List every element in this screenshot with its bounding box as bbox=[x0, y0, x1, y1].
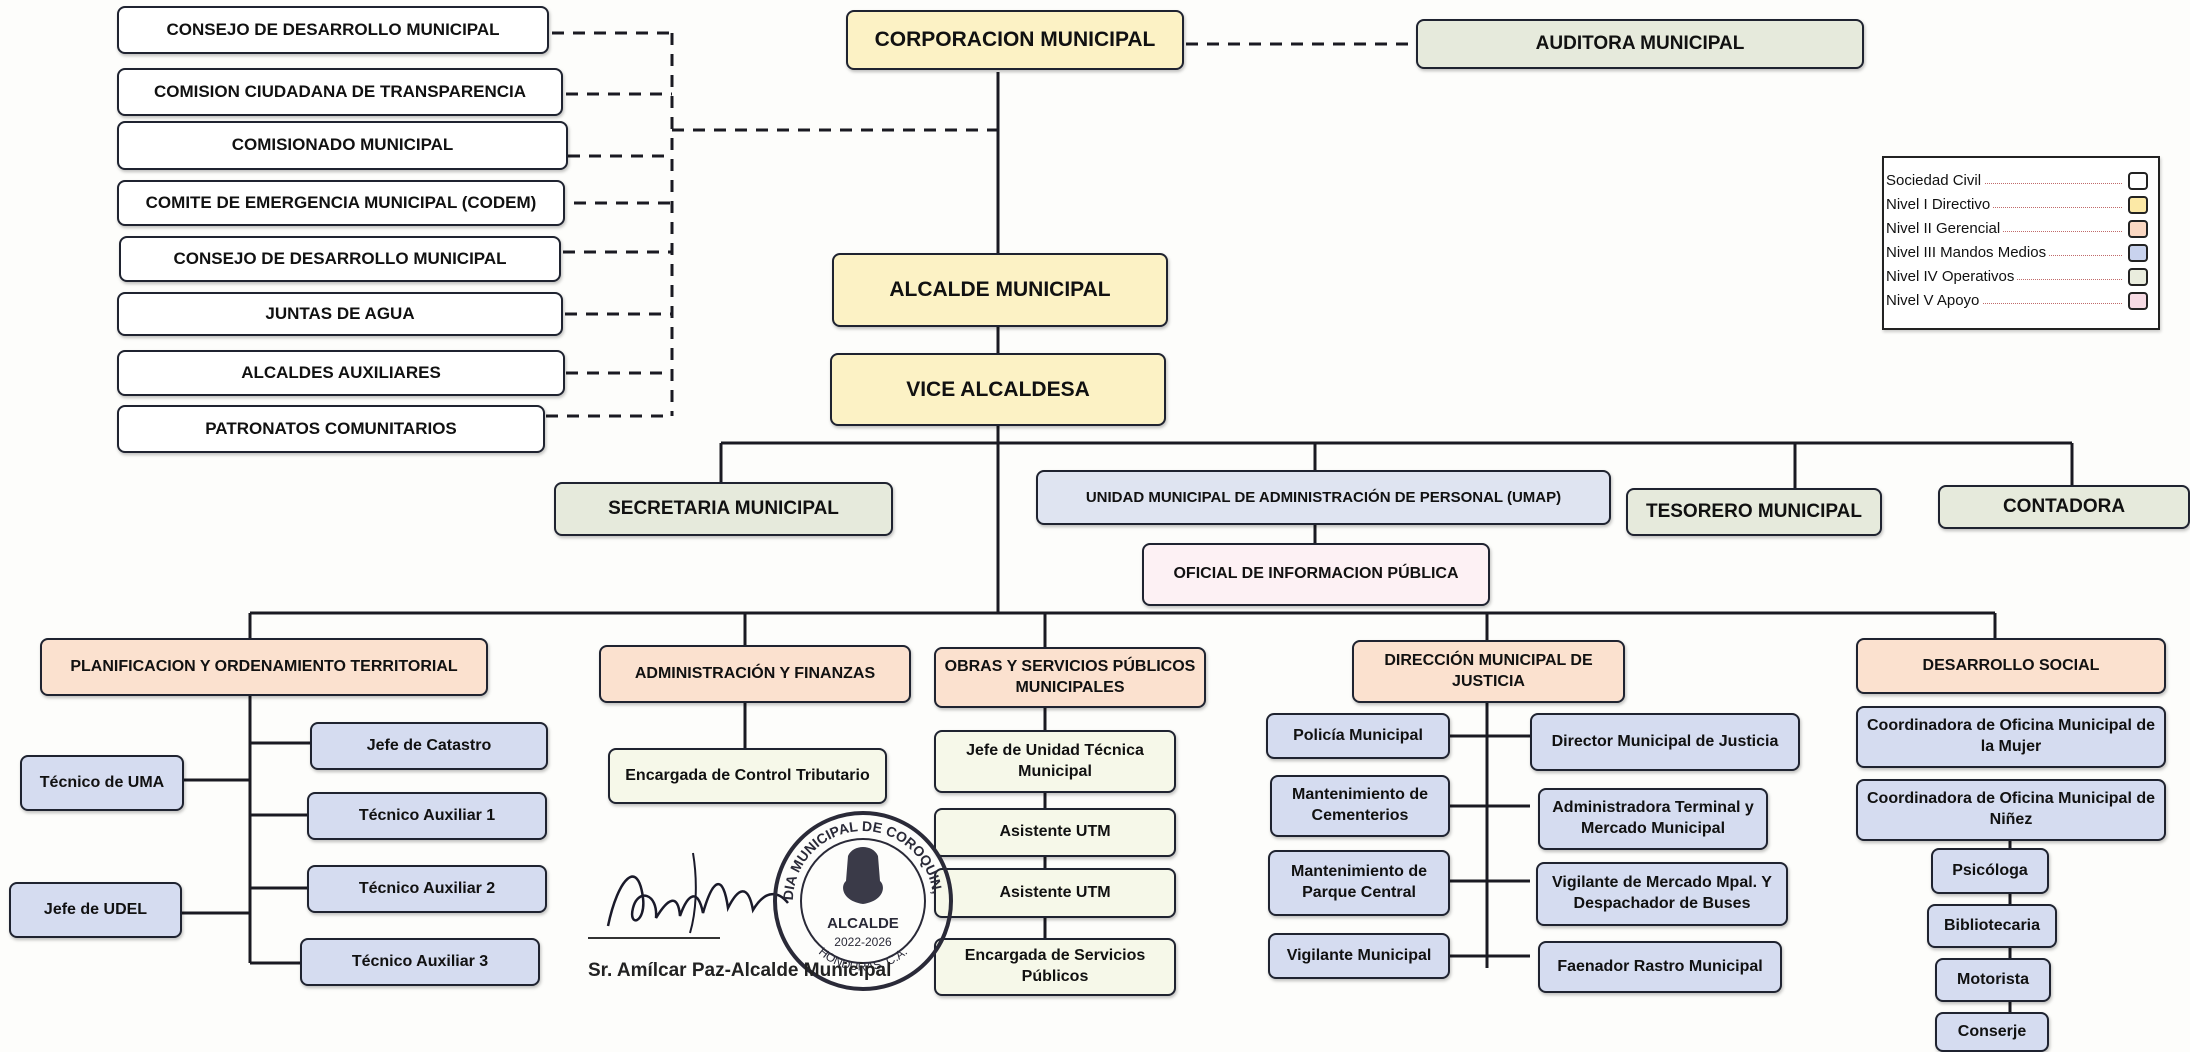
legend-label: Nivel II Gerencial bbox=[1886, 220, 2004, 237]
director-justicia-box: Director Municipal de Justicia bbox=[1530, 713, 1800, 771]
control-tributario-box: Encargada de Control Tributario bbox=[608, 748, 887, 804]
civil-box-8: PATRONATOS COMUNITARIOS bbox=[117, 405, 545, 453]
vice-alcaldesa-box: VICE ALCALDESA bbox=[830, 353, 1166, 426]
dept-justicia: DIRECCIÓN MUNICIPAL DE JUSTICIA bbox=[1352, 640, 1625, 703]
administradora-terminal-box: Administradora Terminal y Mercado Munici… bbox=[1538, 788, 1768, 850]
signature-name: Sr. Amílcar Paz-Alcalde Municipal bbox=[588, 960, 892, 981]
legend-label: Nivel I Directivo bbox=[1886, 196, 1994, 213]
tecnico-auxiliar-2-box: Técnico Auxiliar 2 bbox=[307, 865, 547, 913]
motorista-box: Motorista bbox=[1935, 958, 2051, 1002]
legend-swatch bbox=[2128, 244, 2148, 262]
tesorero-municipal-box: TESORERO MUNICIPAL bbox=[1626, 488, 1882, 536]
psicologa-box: Psicóloga bbox=[1931, 848, 2049, 894]
civil-box-3: COMISIONADO MUNICIPAL bbox=[117, 121, 568, 170]
jefe-udel-box: Jefe de UDEL bbox=[9, 882, 182, 938]
oficina-ninez-box: Coordinadora de Oficina Municipal de Niñ… bbox=[1856, 779, 2166, 841]
civil-box-6: JUNTAS DE AGUA bbox=[117, 292, 563, 336]
tecnico-uma-box: Técnico de UMA bbox=[20, 755, 184, 811]
bibliotecaria-box: Bibliotecaria bbox=[1927, 904, 2057, 948]
legend-swatch bbox=[2128, 196, 2148, 214]
dept-obras: OBRAS Y SERVICIOS PÚBLICOS MUNICIPALES bbox=[934, 647, 1206, 708]
legend-label: Nivel IV Operativos bbox=[1886, 268, 2018, 285]
legend-item: Nivel I Directivo bbox=[1884, 194, 2156, 218]
auditora-municipal-box: AUDITORA MUNICIPAL bbox=[1416, 19, 1864, 69]
contadora-box: CONTADORA bbox=[1938, 485, 2190, 529]
alcalde-municipal-box: ALCALDE MUNICIPAL bbox=[832, 253, 1168, 327]
conserje-box: Conserje bbox=[1935, 1012, 2049, 1052]
municipal-seal: ALCALDIA MUNICIPAL DE COROQUIN, COPAN HO… bbox=[768, 806, 953, 991]
dept-planificacion: PLANIFICACION Y ORDENAMIENTO TERRITORIAL bbox=[40, 638, 488, 696]
legend-item: Sociedad Civil bbox=[1884, 170, 2156, 194]
legend-label: Nivel III Mandos Medios bbox=[1886, 244, 2050, 261]
legend-item: Nivel III Mandos Medios bbox=[1884, 242, 2156, 266]
faenador-rastro-box: Faenador Rastro Municipal bbox=[1538, 941, 1782, 993]
civil-box-1: CONSEJO DE DESARROLLO MUNICIPAL bbox=[117, 6, 549, 54]
dept-administracion: ADMINISTRACIÓN Y FINANZAS bbox=[599, 645, 911, 703]
vigilante-municipal-box: Vigilante Municipal bbox=[1268, 933, 1450, 979]
legend-swatch bbox=[2128, 172, 2148, 190]
oficial-informacion-publica-box: OFICIAL DE INFORMACION PÚBLICA bbox=[1142, 543, 1490, 606]
servicios-publicos-box: Encargada de Servicios Públicos bbox=[934, 938, 1176, 996]
civil-box-5: CONSEJO DE DESARROLLO MUNICIPAL bbox=[119, 236, 561, 282]
legend-label: Nivel V Apoyo bbox=[1886, 292, 1983, 309]
jefe-utm-box: Jefe de Unidad Técnica Municipal bbox=[934, 730, 1176, 793]
legend-item: Nivel IV Operativos bbox=[1884, 266, 2156, 290]
asistente-utm-1-box: Asistente UTM bbox=[934, 808, 1176, 857]
mantenimiento-parque-box: Mantenimiento de Parque Central bbox=[1268, 850, 1450, 916]
umap-box: UNIDAD MUNICIPAL DE ADMINISTRACIÓN DE PE… bbox=[1036, 470, 1611, 525]
jefe-catastro-box: Jefe de Catastro bbox=[310, 722, 548, 770]
seal-center-text: ALCALDE bbox=[827, 915, 899, 932]
legend-label: Sociedad Civil bbox=[1886, 172, 1985, 189]
vigilante-mercado-box: Vigilante de Mercado Mpal. Y Despachador… bbox=[1536, 862, 1788, 926]
secretaria-municipal-box: SECRETARIA MUNICIPAL bbox=[554, 482, 893, 536]
legend: Sociedad Civil Nivel I Directivo Nivel I… bbox=[1882, 156, 2160, 330]
tecnico-auxiliar-3-box: Técnico Auxiliar 3 bbox=[300, 938, 540, 986]
asistente-utm-2-box: Asistente UTM bbox=[934, 868, 1176, 918]
civil-box-4: COMITE DE EMERGENCIA MUNICIPAL (CODEM) bbox=[117, 180, 565, 226]
legend-swatch bbox=[2128, 220, 2148, 238]
legend-swatch bbox=[2128, 292, 2148, 310]
legend-item: Nivel V Apoyo bbox=[1884, 290, 2156, 314]
legend-item: Nivel II Gerencial bbox=[1884, 218, 2156, 242]
tecnico-auxiliar-1-box: Técnico Auxiliar 1 bbox=[307, 792, 547, 840]
mantenimiento-cementerios-box: Mantenimiento de Cementerios bbox=[1270, 775, 1450, 837]
corporacion-municipal-box: CORPORACION MUNICIPAL bbox=[846, 10, 1184, 70]
dept-desarrollo-social: DESARROLLO SOCIAL bbox=[1856, 638, 2166, 694]
oficina-mujer-box: Coordinadora de Oficina Municipal de la … bbox=[1856, 706, 2166, 768]
seal-years: 2022-2026 bbox=[834, 935, 892, 949]
civil-box-7: ALCALDES AUXILIARES bbox=[117, 350, 565, 396]
civil-box-2: COMISION CIUDADANA DE TRANSPARENCIA bbox=[117, 68, 563, 116]
policia-municipal-box: Policía Municipal bbox=[1266, 713, 1450, 759]
signature-scribble bbox=[606, 852, 789, 934]
legend-swatch bbox=[2128, 268, 2148, 286]
